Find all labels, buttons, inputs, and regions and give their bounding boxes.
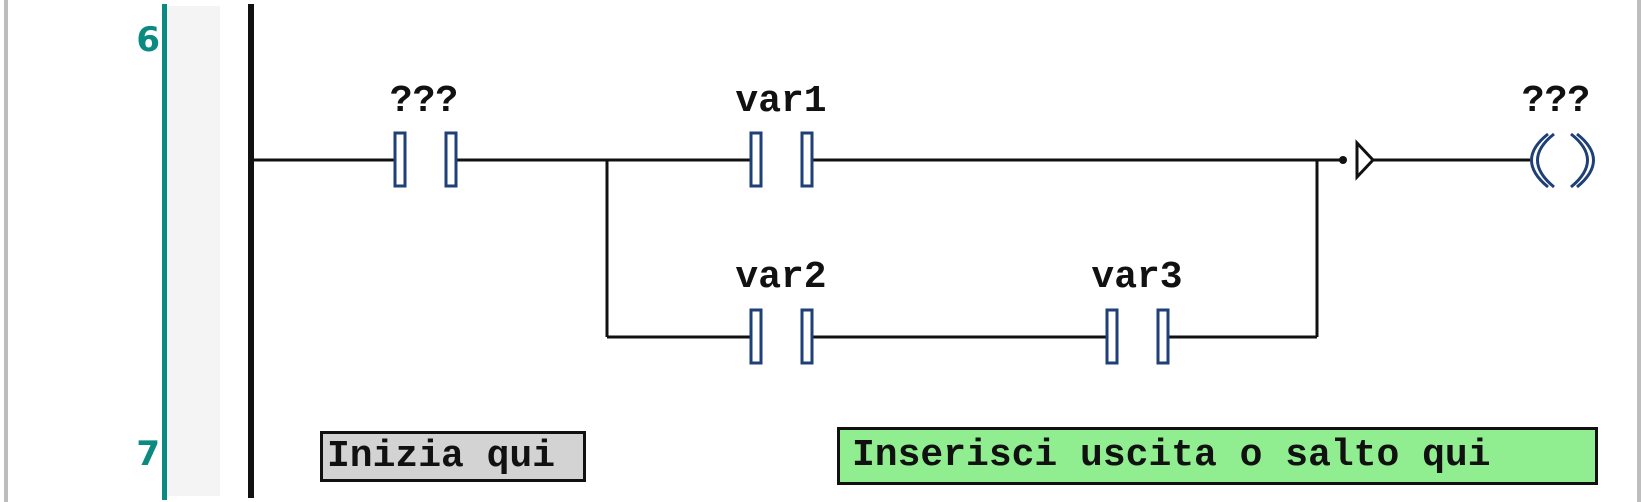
- gutter-divider: [162, 4, 167, 500]
- output-arrow-icon[interactable]: [1339, 139, 1376, 181]
- editor-left-border: [4, 0, 8, 502]
- insert-output-button[interactable]: Inserisci uscita o salto qui: [837, 427, 1598, 485]
- normally-open-contact-icon[interactable]: [1105, 308, 1170, 365]
- normally-open-contact-icon[interactable]: [749, 308, 814, 365]
- start-here-button[interactable]: Inizia qui: [320, 431, 586, 482]
- line-gutter: [168, 6, 220, 496]
- contact-label[interactable]: var1: [735, 80, 826, 123]
- contact-label[interactable]: var2: [735, 256, 826, 299]
- normally-open-contact-icon[interactable]: [393, 131, 458, 188]
- line-number-7: 7: [136, 434, 160, 474]
- line-number-6: 6: [136, 20, 160, 60]
- contact-label[interactable]: ???: [390, 80, 458, 123]
- contact-label[interactable]: var3: [1091, 256, 1182, 299]
- normally-open-contact-icon[interactable]: [749, 131, 814, 188]
- editor-right-scrollbar[interactable]: [1637, 0, 1641, 502]
- coil-icon[interactable]: [1530, 132, 1595, 189]
- coil-label[interactable]: ???: [1522, 80, 1590, 123]
